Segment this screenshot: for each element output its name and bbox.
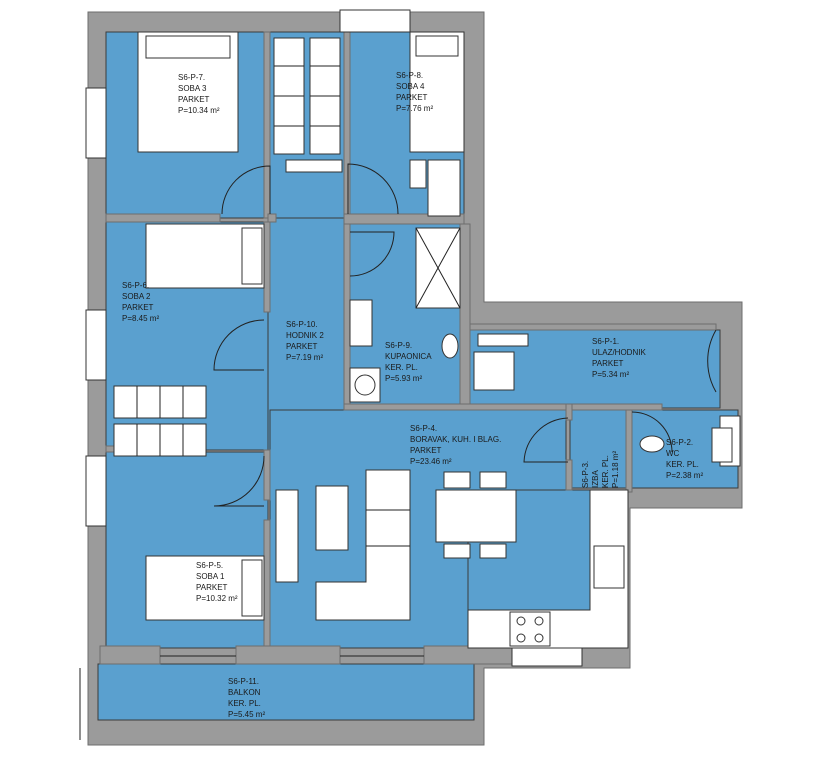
room-label-line: BORAVAK, KUH. I BLAG. (410, 435, 501, 444)
furniture (113, 31, 733, 649)
door-soba-4 (347, 163, 399, 215)
room-label-line: P=5.34 m² (592, 370, 629, 379)
room-label-line: S6-P-6. (122, 281, 149, 290)
toilet-wc (639, 435, 665, 453)
label-balkon: S6-P-11. BALKON KER. PL. P=5.45 m² (228, 677, 265, 719)
room-label-line: S6-P-8. (396, 71, 423, 80)
room-label-line: SOBA 4 (396, 82, 425, 91)
room-label-line: KER. PL. (228, 699, 261, 708)
label-kupaonica: S6-P-9. KUPAONICA KER. PL. P=5.93 m² (385, 341, 432, 383)
label-ulaz: S6-P-1. ULAZ/HODNIK PARKET P=5.34 m² (592, 337, 646, 379)
door-ulaz (707, 329, 717, 393)
label-soba-4: S6-P-8. SOBA 4 PARKET P=7.76 m² (396, 71, 433, 113)
room-label-line: P=10.34 m² (178, 106, 220, 115)
washbasin (349, 299, 373, 347)
label-wc: S6-P-2. WC KER. PL. P=2.38 m² (666, 438, 703, 480)
room-label-line: P=10.32 m² (196, 594, 238, 603)
room-label-line: ULAZ/HODNIK (592, 348, 646, 357)
window-kitchen (511, 645, 583, 667)
room-label-line: P=23.46 m² (410, 457, 452, 466)
room-label-line: PARKET (396, 93, 428, 102)
coffee-table (315, 485, 349, 551)
room-label-line: S6-P-10. (286, 320, 318, 329)
sofa (315, 469, 411, 621)
room-label-line: S6-P-3. (581, 461, 590, 488)
door-kupaonica (349, 231, 395, 277)
door-boravak (523, 417, 569, 463)
room-label-line: PARKET (122, 303, 154, 312)
label-soba-2: S6-P-6. SOBA 2 PARKET P=8.45 m² (122, 281, 159, 323)
room-label-line: S6-P-11. (228, 677, 259, 686)
room-label-line: KER. PL. (385, 363, 418, 372)
kitchen-sink (593, 545, 625, 589)
desk-soba-4 (427, 159, 461, 217)
room-labels: S6-P-7. SOBA 3 PARKET P=10.34 m² S6-P-8.… (122, 71, 703, 719)
window-soba-3 (85, 87, 107, 159)
doors (213, 163, 717, 507)
room-label-line: WC (666, 449, 680, 458)
room-label-line: SOBA 2 (122, 292, 151, 301)
room-label-line: KER. PL. (666, 460, 699, 469)
door-soba-3 (221, 165, 271, 215)
room-label-line: PARKET (178, 95, 210, 104)
stove (509, 611, 551, 647)
label-boravak: S6-P-4. BORAVAK, KUH. I BLAG. PARKET P=2… (410, 424, 501, 466)
room-label-line: IZBA (591, 470, 600, 488)
room-label-line: SOBA 1 (196, 572, 225, 581)
window-top (339, 9, 411, 33)
room-label-line: PARKET (592, 359, 624, 368)
room-label-line: PARKET (410, 446, 442, 455)
dining-table (435, 489, 517, 543)
room-label-line: P=1.18 m² (611, 451, 620, 488)
room-label-line: S6-P-1. (592, 337, 619, 346)
room-label-line: PARKET (196, 583, 228, 592)
room-label-line: KUPAONICA (385, 352, 432, 361)
floor-balkon (97, 663, 475, 721)
room-label-line: P=2.38 m² (666, 471, 703, 480)
room-label-line: P=7.19 m² (286, 353, 323, 362)
room-label-line: HODNIK 2 (286, 331, 324, 340)
interior-walls (99, 31, 717, 665)
room-label-line: S6-P-9. (385, 341, 412, 350)
room-label-line: P=8.45 m² (122, 314, 159, 323)
door-wc (631, 411, 673, 453)
room-label-line: S6-P-5. (196, 561, 223, 570)
room-label-line: S6-P-7. (178, 73, 205, 82)
toilet-kupaonica (441, 333, 459, 359)
door-soba-2 (213, 319, 265, 371)
room-label-line: P=7.76 m² (396, 104, 433, 113)
label-izba: S6-P-3. IZBA KER. PL. P=1.18 m² (581, 451, 620, 488)
room-label-line: S6-P-2. (666, 438, 693, 447)
tv-unit (275, 489, 299, 583)
label-soba-3: S6-P-7. SOBA 3 PARKET P=10.34 m² (178, 73, 220, 115)
room-label-line: SOBA 3 (178, 84, 207, 93)
label-hodnik-2: S6-P-10. HODNIK 2 PARKET P=7.19 m² (286, 320, 324, 362)
entry-cabinet (473, 351, 515, 391)
door-soba-1 (213, 455, 265, 507)
room-label-line: S6-P-4. (410, 424, 437, 433)
room-label-line: PARKET (286, 342, 318, 351)
room-label-line: KER. PL. (601, 455, 610, 488)
window-soba-1 (85, 455, 107, 527)
label-soba-1: S6-P-5. SOBA 1 PARKET P=10.32 m² (196, 561, 238, 603)
room-label-line: P=5.45 m² (228, 710, 265, 719)
room-label-line: BALKON (228, 688, 261, 697)
window-soba-2 (85, 309, 107, 381)
room-label-line: P=5.93 m² (385, 374, 422, 383)
